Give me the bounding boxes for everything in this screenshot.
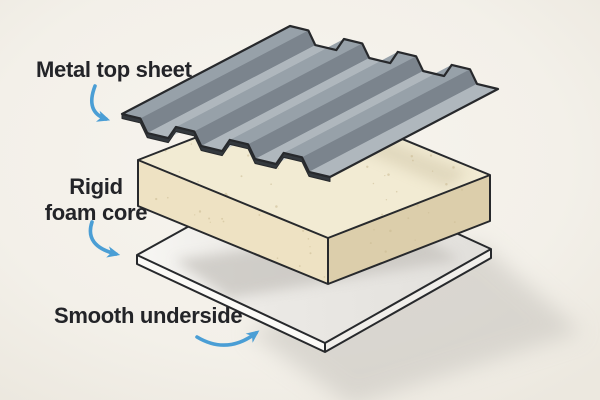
- arrow-to-smooth-underside: [195, 330, 260, 347]
- label-rigid-foam-core-line2: foam core: [45, 200, 148, 225]
- foam-speckle-dot: [387, 173, 390, 176]
- foam-speckle-dot: [369, 242, 372, 245]
- metal-sheet-outline: [120, 24, 500, 179]
- foam-speckle-dot: [395, 190, 398, 193]
- foam-speckle-dot: [155, 197, 158, 201]
- foam-speckle-dot: [298, 265, 301, 267]
- foam-speckle-dot: [410, 154, 414, 158]
- foam-speckle-dot: [309, 252, 312, 255]
- metal-top-sheet-layer: [120, 24, 500, 182]
- metal-corrugation-band: [283, 64, 470, 158]
- foam-speckle-dot: [258, 214, 261, 216]
- foam-speckle-dot: [366, 165, 369, 168]
- foam-speckle-dot: [198, 210, 202, 213]
- foam-speckle-dot: [416, 204, 419, 207]
- foam-speckle-dot: [460, 188, 464, 191]
- foam-speckle-dot: [414, 239, 416, 241]
- metal-corrugation-band: [302, 69, 477, 172]
- annotations: Metal top sheet Rigid foam core Smooth u…: [36, 57, 260, 347]
- foam-speckle-dot: [221, 217, 224, 220]
- label-metal-top-sheet: Metal top sheet: [36, 57, 193, 82]
- foam-speckle-dot: [270, 183, 272, 186]
- foam-speckle-dot: [407, 217, 410, 220]
- foam-side-face: [328, 175, 490, 284]
- arrow-to-foam-core: [88, 220, 121, 258]
- foam-speckle-dot: [389, 229, 392, 233]
- foam-speckle-dot: [275, 205, 278, 208]
- bottom-sheet-side-face: [325, 249, 491, 352]
- foam-speckle-dot: [445, 182, 448, 186]
- foam-speckle-dot: [309, 246, 311, 248]
- ground-shadow: [248, 242, 582, 400]
- foam-speckle-dot: [384, 174, 386, 177]
- foam-speckle-dot: [178, 171, 181, 173]
- foam-speckle-dot: [373, 228, 375, 231]
- foam-speckle-dot: [411, 159, 414, 162]
- foam-speckle-dot: [276, 257, 279, 260]
- bottom-sheet-outline: [136, 162, 492, 353]
- metal-corrugation-band: [175, 39, 363, 132]
- foam-speckle-dot: [240, 175, 243, 178]
- metal-corrugation-band: [229, 51, 417, 145]
- foam-speckle-dot: [427, 212, 430, 214]
- metal-corrugation-band: [248, 56, 424, 159]
- foam-speckle-dot: [247, 154, 250, 157]
- foam-speckle-dot: [453, 221, 456, 223]
- foam-speckle-dot: [190, 143, 193, 145]
- foam-speckle-dot: [431, 170, 434, 172]
- foam-speckle-dot: [372, 182, 375, 185]
- foam-speckle-dot: [166, 196, 169, 199]
- foam-speckle-dot: [384, 250, 387, 253]
- foam-speckle-dot: [208, 217, 211, 220]
- arrow-to-metal-top-sheet: [90, 84, 111, 122]
- metal-corrugation-band: [122, 26, 309, 119]
- metal-corrugation-band: [140, 30, 316, 134]
- foam-speckle-dot: [277, 167, 279, 170]
- foam-speckle-dot: [385, 199, 388, 201]
- foam-speckle-dot: [209, 221, 211, 223]
- metal-corrugation-band: [194, 43, 370, 146]
- label-smooth-underside: Smooth underside: [54, 303, 242, 328]
- foam-speckle-dot: [323, 276, 326, 278]
- foam-speckle-dot: [194, 214, 196, 216]
- foam-speckle-dot: [222, 220, 225, 223]
- foam-speckle-dot: [452, 166, 455, 169]
- foam-speckle-dot: [197, 180, 199, 183]
- bottom-sheet-front-face: [137, 255, 325, 352]
- foam-speckle-dot: [307, 238, 310, 240]
- foam-speckle-dot: [429, 154, 433, 157]
- foam-speckle-dot: [381, 213, 384, 216]
- foam-speckle-dot: [302, 229, 305, 232]
- metal-corrugation-band: [309, 83, 498, 177]
- label-rigid-foam-core-line1: Rigid: [69, 174, 123, 199]
- foam-front-face: [138, 160, 328, 284]
